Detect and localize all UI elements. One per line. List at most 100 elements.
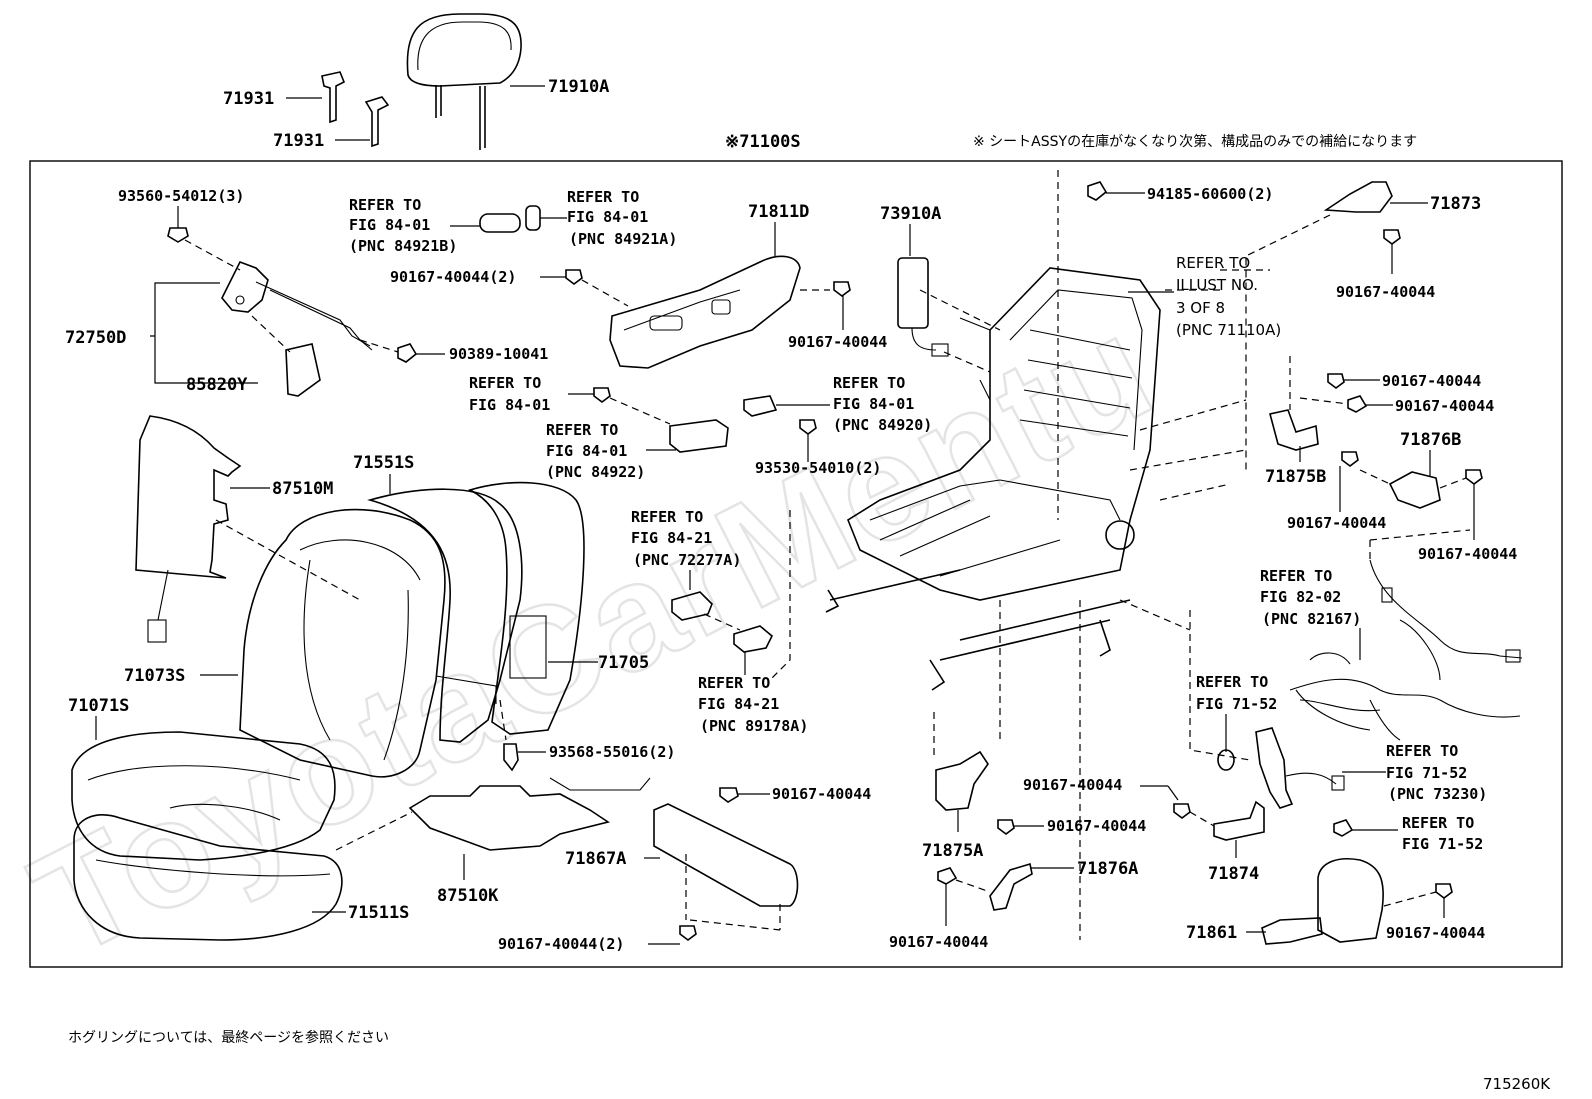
screw-icon — [799, 419, 817, 435]
label-90167-i: 90167-40044 — [889, 933, 988, 951]
assembly-label: ※71100S — [725, 132, 801, 152]
cover-71876A-illustration[interactable] — [989, 862, 1033, 911]
trim-71867A-illustration[interactable] — [653, 803, 799, 907]
refer-84-01a-line2[interactable]: FIG 84-01 — [469, 396, 550, 414]
nut-icon — [1333, 819, 1354, 837]
note-top: ※ シートASSYの在庫がなくなり次第、構成品のみでの補給になります — [973, 133, 1417, 150]
screw-icon — [565, 269, 583, 285]
label-85820Y: 85820Y — [186, 375, 248, 395]
refer-71-52b-line2[interactable]: FIG 71-52 — [1402, 835, 1483, 853]
refer-72277A-line1[interactable]: REFER TO — [631, 508, 703, 526]
motor-84920-illustration[interactable] — [743, 395, 778, 417]
wire-harness-82167-illustration[interactable] — [1289, 559, 1523, 741]
refer-84-01a-line1[interactable]: REFER TO — [469, 374, 541, 392]
knob-71861-illustration[interactable] — [1261, 858, 1384, 945]
label-87510M: 87510M — [272, 479, 333, 499]
heater-87510K-illustration[interactable] — [408, 777, 651, 851]
refer-71110A-line3[interactable]: 3 OF 8 — [1176, 299, 1225, 317]
switch-84921B-illustration[interactable] — [479, 205, 541, 233]
label-90167-c: 90167-40044 — [1382, 372, 1481, 390]
label-93560: 93560-54012(3) — [118, 187, 244, 205]
refer-71110A-line4[interactable]: (PNC 71110A) — [1176, 321, 1281, 339]
refer-84921B-line1[interactable]: REFER TO — [349, 196, 421, 214]
screw-icon — [1435, 883, 1453, 899]
heater-87510M-illustration[interactable] — [135, 415, 242, 643]
label-71551S: 71551S — [353, 453, 414, 473]
clip-icon — [1217, 749, 1235, 771]
refer-71-52a-line1[interactable]: REFER TO — [1196, 673, 1268, 691]
label-71861: 71861 — [1186, 923, 1237, 943]
label-72750D: 72750D — [65, 328, 126, 348]
buckle-73230-illustration[interactable] — [1255, 727, 1345, 809]
label-90167-2b: 90167-40044(2) — [498, 935, 624, 953]
refer-89178A-line1[interactable]: REFER TO — [698, 674, 770, 692]
seat-pad-71511S-illustration[interactable] — [73, 814, 343, 941]
refer-84920-line3[interactable]: (PNC 84920) — [833, 416, 932, 434]
label-71874: 71874 — [1208, 864, 1259, 884]
refer-72277A-line2[interactable]: FIG 84-21 — [631, 529, 712, 547]
label-71931-upper: 71931 — [223, 89, 274, 109]
refer-84921B-line2[interactable]: FIG 84-01 — [349, 216, 430, 234]
refer-73230-line1[interactable]: REFER TO — [1386, 742, 1458, 760]
refer-71110A-line2[interactable]: ILLUST NO. — [1176, 276, 1258, 294]
diagram-frame — [29, 160, 1563, 968]
back-board-71705-illustration[interactable] — [435, 481, 585, 735]
refer-82167-line1[interactable]: REFER TO — [1260, 567, 1332, 585]
refer-84920-line2[interactable]: FIG 84-01 — [833, 395, 914, 413]
seat-frame-illustration[interactable] — [825, 267, 1161, 691]
refer-71110A-line1[interactable]: REFER TO — [1176, 254, 1250, 272]
refer-89178A-line2[interactable]: FIG 84-21 — [698, 695, 779, 713]
connector-72277A-illustration[interactable] — [671, 591, 713, 621]
headrest-guide-illustration[interactable] — [321, 71, 390, 148]
refer-84922-line2[interactable]: FIG 84-01 — [546, 442, 627, 460]
label-71071S: 71071S — [68, 696, 129, 716]
switch-84922-illustration[interactable] — [669, 419, 729, 453]
refer-73230-line3[interactable]: (PNC 73230) — [1388, 785, 1487, 803]
refer-71-52b-line1[interactable]: REFER TO — [1402, 814, 1474, 832]
refer-84921A-line1[interactable]: REFER TO — [567, 188, 639, 206]
lever-85820Y-illustration[interactable] — [285, 343, 321, 397]
refer-72277A-line3[interactable]: (PNC 72277A) — [633, 551, 741, 569]
label-71511S: 71511S — [348, 903, 409, 923]
refer-73230-line2[interactable]: FIG 71-52 — [1386, 764, 1467, 782]
label-71873: 71873 — [1430, 194, 1481, 214]
label-90389: 90389-10041 — [449, 345, 548, 363]
bracket-71873-illustration[interactable] — [1323, 181, 1393, 213]
refer-84922-line1[interactable]: REFER TO — [546, 421, 618, 439]
refer-82167-line2[interactable]: FIG 82-02 — [1260, 588, 1341, 606]
seat-cushion-71071S-illustration[interactable] — [71, 731, 336, 861]
label-90167-d: 90167-40044 — [1395, 397, 1494, 415]
side-shield-71811D-illustration[interactable] — [609, 255, 801, 369]
cover-71876B-illustration[interactable] — [1388, 471, 1441, 509]
refer-84922-line3[interactable]: (PNC 84922) — [546, 463, 645, 481]
label-94185: 94185-60600(2) — [1147, 185, 1273, 203]
screw-icon — [997, 819, 1015, 835]
label-71875B: 71875B — [1265, 467, 1326, 487]
label-71876B: 71876B — [1400, 430, 1461, 450]
seatback-cover-71073S-illustration[interactable] — [239, 508, 446, 778]
screw-icon — [593, 387, 611, 403]
bracket-72750D-illustration[interactable] — [221, 260, 373, 351]
airbag-73910A-illustration[interactable] — [897, 257, 949, 357]
label-93530: 93530-54010(2) — [755, 459, 881, 477]
refer-84921A-line3[interactable]: (PNC 84921A) — [569, 230, 677, 248]
label-90167-h: 90167-40044 — [1047, 817, 1146, 835]
refer-84921B-line3[interactable]: (PNC 84921B) — [349, 237, 457, 255]
refer-84920-line1[interactable]: REFER TO — [833, 374, 905, 392]
label-90167-b: 90167-40044 — [1336, 283, 1435, 301]
nut-icon — [397, 343, 418, 363]
refer-71-52a-line2[interactable]: FIG 71-52 — [1196, 695, 1277, 713]
bracket-71875B-illustration[interactable] — [1269, 409, 1319, 451]
cover-71875A-illustration[interactable] — [935, 750, 989, 811]
headrest-illustration[interactable] — [406, 13, 522, 150]
refer-89178A-line3[interactable]: (PNC 89178A) — [700, 717, 808, 735]
sensor-89178A-illustration[interactable] — [733, 625, 773, 653]
bracket-71874-illustration[interactable] — [1213, 800, 1265, 841]
seatback-pad-71551S-illustration[interactable] — [367, 488, 523, 743]
nut-icon — [1347, 395, 1368, 413]
screw-icon — [679, 925, 697, 941]
label-90167-a: 90167-40044 — [788, 333, 887, 351]
refer-82167-line3[interactable]: (PNC 82167) — [1262, 610, 1361, 628]
label-90167-j: 90167-40044 — [1023, 776, 1122, 794]
refer-84921A-line2[interactable]: FIG 84-01 — [567, 208, 648, 226]
